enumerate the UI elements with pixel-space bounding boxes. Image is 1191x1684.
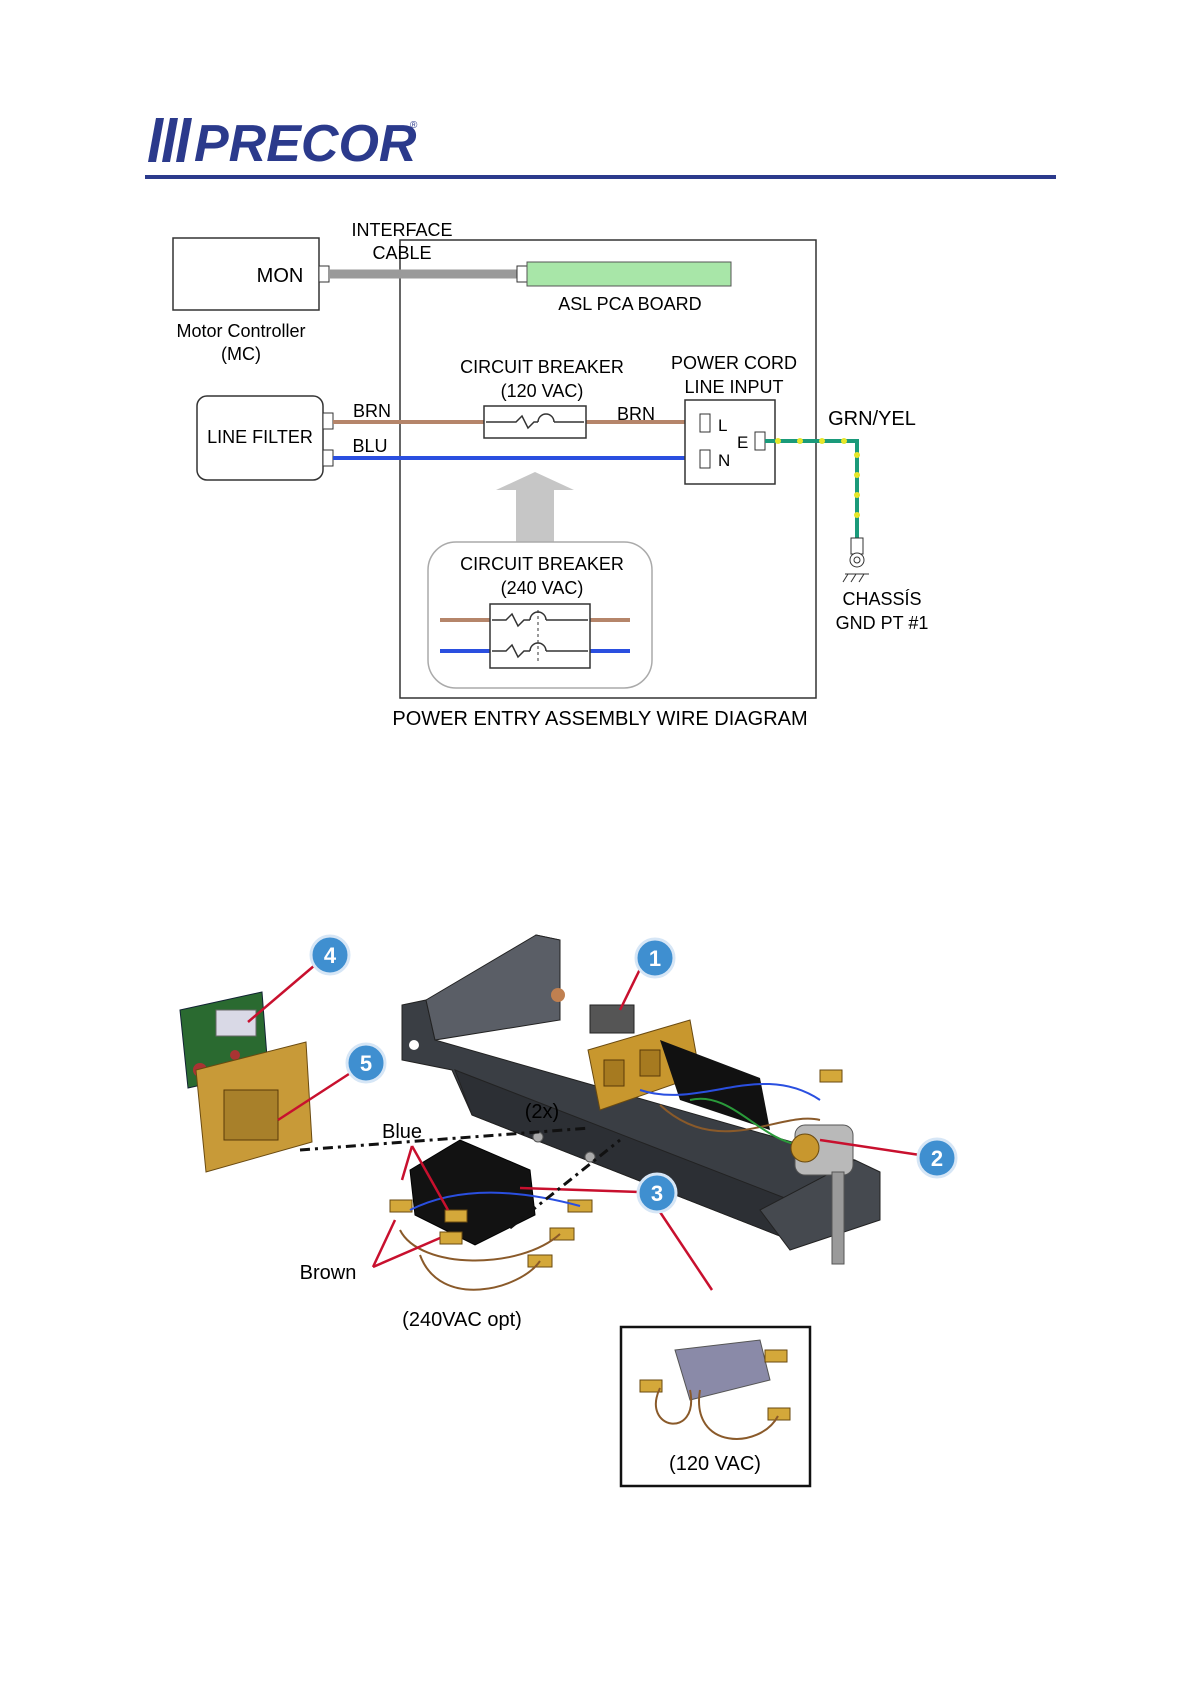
chassis-ground-symbol [843,538,869,582]
screws-label: (2x) [525,1101,559,1123]
logo-text: PRECOR [194,115,417,168]
power-cord-label-2: LINE INPUT [684,377,783,397]
grn-yel-label: GRN/YEL [828,408,916,430]
power-cord-label-1: POWER CORD [671,353,797,373]
callout-2-label: 2 [931,1146,943,1171]
opt240-label: (240VAC opt) [402,1309,522,1331]
chassis-label-1: CHASSÍS [842,589,921,609]
interface-label-2: CABLE [372,243,431,263]
line-filter-connector-blu [323,450,333,466]
brn-right-label: BRN [617,404,655,424]
cb240-label-1: CIRCUIT BREAKER [460,554,624,574]
mon-label: MON [257,265,304,287]
blu-label: BLU [352,436,387,456]
cb120-label-2: (120 VAC) [501,381,584,401]
trademark-mark: ® [410,120,418,131]
brown-label: Brown [300,1262,357,1284]
pin-l-label: L [718,416,727,435]
pin-l-terminal [700,414,710,432]
callout-4: 4 [311,936,349,974]
asl-connector [517,266,527,282]
callout-4-label: 4 [324,943,337,968]
circuit-breaker-240-symbol [490,604,590,668]
wire-diagram-caption: POWER ENTRY ASSEMBLY WIRE DIAGRAM [392,708,807,730]
callout-5: 5 [347,1044,385,1082]
callout-3: 3 [638,1174,676,1212]
brn-left-label: BRN [353,401,391,421]
line-filter-label: LINE FILTER [207,427,313,447]
asl-pca-board [527,262,731,286]
line-filter-connector-brn [323,413,333,429]
ground-wire [765,438,860,538]
pin-n-terminal [700,450,710,468]
parts-diagram: (2x) Blue Brown (240VAC opt) [0,910,1191,1510]
callout-2: 2 [918,1139,956,1177]
mon-connector [319,266,329,282]
header-rule [145,175,1056,179]
pin-e-terminal [755,432,765,450]
cb120-label-1: CIRCUIT BREAKER [460,357,624,377]
asl-board-label: ASL PCA BOARD [558,294,701,314]
chassis-label-2: GND PT #1 [836,613,929,633]
interface-label-1: INTERFACE [351,220,452,240]
cb240-label-2: (240 VAC) [501,578,584,598]
mc-label-1: Motor Controller [176,321,305,341]
pin-n-label: N [718,451,730,470]
circuit-breaker-120-symbol [484,406,586,438]
callout-5-label: 5 [360,1051,372,1076]
vac120-label: (120 VAC) [669,1453,761,1475]
mc-label-2: (MC) [221,344,261,364]
pin-e-label: E [737,433,748,452]
wire-diagram: MON Motor Controller (MC) INTERFACE CABL… [0,200,1191,740]
callout-1-label: 1 [649,946,661,971]
callout-1: 1 [636,939,674,977]
precor-logo: PRECOR ® [148,112,428,168]
callout-3-label: 3 [651,1181,663,1206]
